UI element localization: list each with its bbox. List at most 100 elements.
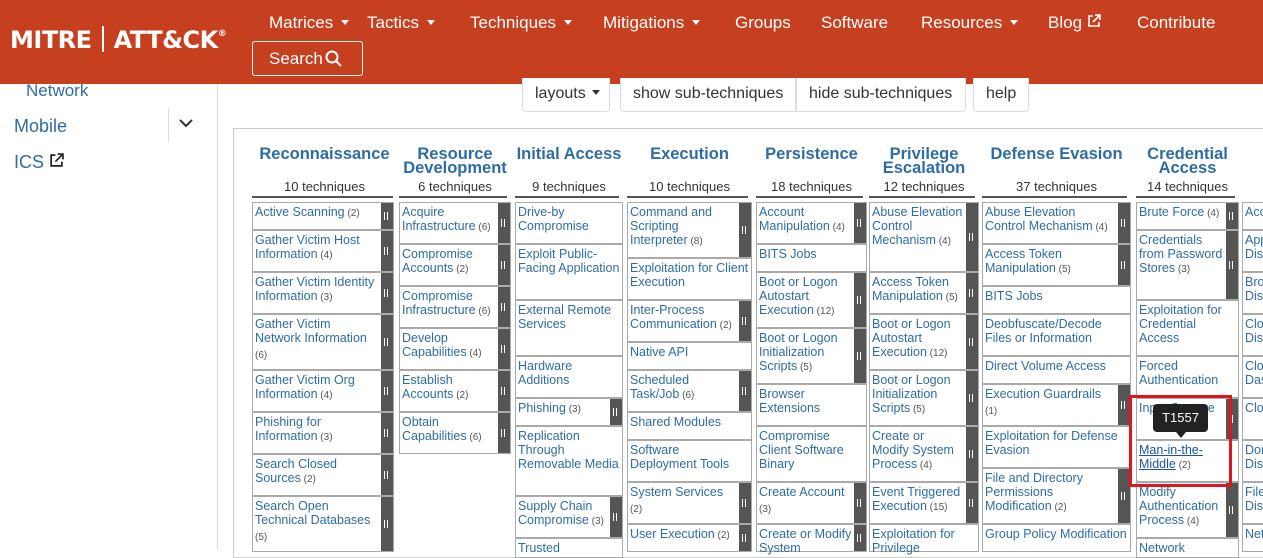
technique-cell[interactable]: System Services (2) (627, 482, 752, 524)
technique-cell[interactable]: Create or Modify System Process (4) (869, 426, 979, 482)
expand-sub-techniques-handle[interactable] (739, 371, 751, 411)
technique-cell[interactable]: Supply Chain Compromise (3) (515, 496, 623, 538)
technique-cell[interactable]: Exploitation for Privilege (869, 524, 979, 555)
technique-cell[interactable]: Abuse Elevation Control Mechanism (4) (982, 202, 1131, 244)
technique-cell[interactable]: Drive-by Compromise (515, 202, 623, 244)
technique-cell[interactable]: Hardware Additions (515, 356, 623, 398)
technique-cell[interactable]: Create Account (3) (756, 482, 867, 524)
expand-sub-techniques-handle[interactable] (1118, 203, 1130, 243)
technique-cell[interactable]: Obtain Capabilities (6) (399, 412, 511, 454)
technique-cell[interactable]: Boot or Logon Initialization Scripts (5) (756, 328, 867, 384)
sidebar-item-mobile[interactable]: Mobile (14, 116, 68, 136)
technique-cell[interactable]: User Execution (2) (627, 524, 752, 552)
expand-sub-techniques-handle[interactable] (1226, 203, 1238, 229)
technique-cell[interactable]: Software Deployment Tools (627, 440, 752, 482)
technique-cell[interactable]: Exploitation for Client Execution (627, 258, 752, 300)
expand-sub-techniques-handle[interactable] (854, 329, 866, 383)
expand-sub-techniques-handle[interactable] (381, 203, 393, 229)
nav-tactics[interactable]: Tactics (367, 13, 435, 33)
tactic-header[interactable]: Execution (650, 145, 729, 163)
expand-sub-techniques-handle[interactable] (966, 203, 978, 271)
tactic-header[interactable]: Privilege Escalation (882, 145, 966, 177)
technique-cell[interactable]: Exploitation for Credential Access (1136, 300, 1239, 356)
technique-cell[interactable]: Phishing (3) (515, 398, 623, 426)
nav-matrices[interactable]: Matrices (269, 13, 349, 33)
technique-man-in-the-middle[interactable]: Man-in-the-Middle (2) (1136, 440, 1239, 482)
technique-cell[interactable]: Clo Das (1242, 356, 1263, 398)
expand-sub-techniques-handle[interactable] (498, 371, 510, 411)
expand-sub-techniques-handle[interactable] (854, 203, 866, 243)
expand-sub-techniques-handle[interactable] (610, 399, 622, 425)
technique-cell[interactable]: Trusted (515, 538, 623, 558)
technique-cell[interactable]: Execution Guardrails (1) (982, 384, 1131, 426)
technique-cell[interactable]: Forced Authentication (1136, 356, 1239, 398)
technique-cell[interactable]: Browser Extensions (756, 384, 867, 426)
expand-sub-techniques-handle[interactable] (739, 203, 751, 257)
nav-techniques[interactable]: Techniques (470, 13, 572, 33)
expand-sub-techniques-handle[interactable] (610, 497, 622, 537)
technique-cell[interactable]: Gather Victim Identity Information (3) (252, 272, 394, 314)
hide-sub-techniques-button[interactable]: hide sub-techniques (796, 78, 966, 112)
expand-sub-techniques-handle[interactable] (966, 273, 978, 313)
expand-sub-techniques-handle[interactable] (854, 483, 866, 523)
technique-cell[interactable]: Network (1136, 538, 1239, 558)
technique-cell[interactable]: Develop Capabilities (4) (399, 328, 511, 370)
technique-cell[interactable]: Shared Modules (627, 412, 752, 440)
expand-sub-techniques-handle[interactable] (1226, 483, 1238, 537)
expand-sub-techniques-handle[interactable] (1118, 469, 1130, 523)
show-sub-techniques-button[interactable]: show sub-techniques (620, 78, 796, 112)
expand-sub-techniques-handle[interactable] (498, 329, 510, 369)
expand-sub-techniques-handle[interactable] (739, 525, 751, 551)
technique-cell[interactable]: Dor Dis (1242, 440, 1263, 482)
technique-cell[interactable]: Modify Authentication Process (4) (1136, 482, 1239, 538)
technique-cell[interactable]: Search Closed Sources (2) (252, 454, 394, 496)
expand-sub-techniques-handle[interactable] (966, 483, 978, 523)
technique-cell[interactable]: App Dis (1242, 230, 1263, 272)
nav-mitigations[interactable]: Mitigations (603, 13, 700, 33)
technique-cell[interactable]: Inter-Process Communication (2) (627, 300, 752, 342)
expand-sub-techniques-handle[interactable] (498, 203, 510, 243)
tactic-header[interactable]: Resource Development (403, 145, 507, 177)
nav-contribute[interactable]: Contribute (1137, 13, 1216, 32)
technique-cell[interactable]: Compromise Accounts (2) (399, 244, 511, 286)
technique-cell[interactable]: Exploit Public-Facing Application (515, 244, 623, 300)
expand-sub-techniques-handle[interactable] (381, 455, 393, 495)
search-button[interactable]: Search (252, 41, 363, 76)
technique-cell[interactable]: External Remote Services (515, 300, 623, 356)
expand-sub-techniques-handle[interactable] (1118, 385, 1130, 425)
technique-cell[interactable]: Establish Accounts (2) (399, 370, 511, 412)
technique-cell[interactable]: Access Token Manipulation (5) (869, 272, 979, 314)
tactic-header[interactable]: Initial Access (516, 145, 622, 163)
technique-cell[interactable]: Direct Volume Access (982, 356, 1131, 384)
expand-sub-techniques-handle[interactable] (739, 301, 751, 341)
nav-blog[interactable]: Blog (1048, 13, 1101, 33)
expand-sub-techniques-handle[interactable] (381, 315, 393, 369)
technique-cell[interactable]: Event Triggered Execution (15) (869, 482, 979, 524)
technique-cell[interactable]: Clo Dis (1242, 314, 1263, 356)
expand-sub-techniques-handle[interactable] (966, 315, 978, 369)
technique-cell[interactable]: Gather Victim Org Information (4) (252, 370, 394, 412)
technique-cell[interactable]: Create or Modify System (756, 524, 867, 555)
expand-sub-techniques-handle[interactable] (854, 525, 866, 551)
technique-cell[interactable]: Scheduled Task/Job (6) (627, 370, 752, 412)
nav-resources[interactable]: Resources (921, 13, 1018, 33)
expand-sub-techniques-handle[interactable] (498, 287, 510, 327)
expand-sub-techniques-handle[interactable] (498, 413, 510, 453)
layouts-dropdown[interactable]: layouts (522, 78, 610, 112)
expand-sub-techniques-handle[interactable] (854, 273, 866, 327)
technique-cell[interactable]: Active Scanning (2) (252, 202, 394, 230)
tactic-header[interactable]: Reconnaissance (259, 145, 390, 163)
expand-sub-techniques-handle[interactable] (381, 371, 393, 411)
expand-sub-techniques-handle[interactable] (1118, 245, 1130, 285)
expand-sub-techniques-handle[interactable] (966, 427, 978, 481)
technique-cell[interactable]: Net (1242, 524, 1263, 552)
technique-cell[interactable]: Compromise Infrastructure (6) (399, 286, 511, 328)
sidebar-item-network[interactable]: Network (26, 81, 89, 100)
technique-cell[interactable]: BITS Jobs (982, 286, 1131, 314)
expand-sub-techniques-handle[interactable] (381, 231, 393, 271)
expand-sub-techniques-handle[interactable] (739, 483, 751, 523)
technique-cell[interactable]: Account Manipulation (4) (756, 202, 867, 244)
expand-sub-techniques-handle[interactable] (381, 413, 393, 453)
technique-cell[interactable]: Command and Scripting Interpreter (8) (627, 202, 752, 258)
